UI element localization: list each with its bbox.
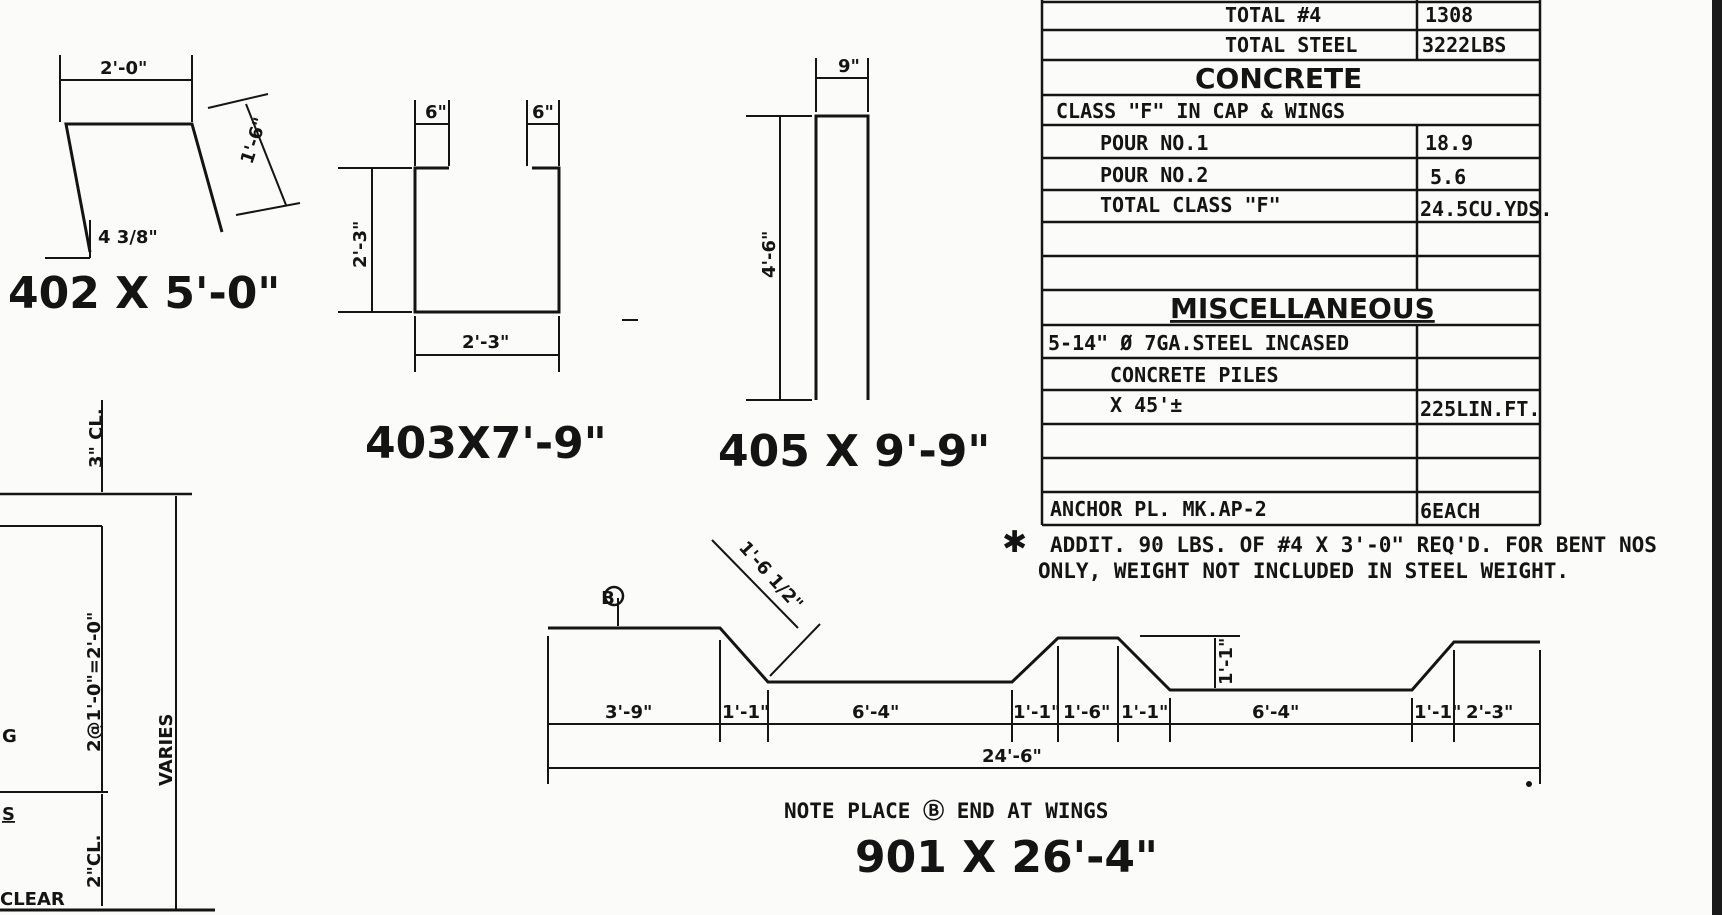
bar-901-label: 901 X 26'-4" — [855, 832, 1158, 883]
left-section-shape — [0, 400, 215, 912]
left-section-bottom-text: CLEAR — [0, 889, 65, 910]
materials-table — [1040, 0, 1542, 527]
bar-402-dim-top: 2'-0" — [100, 58, 147, 79]
bar-402-shape — [45, 55, 301, 259]
bar-405-shape — [746, 58, 870, 401]
table-anchor-value: 6EACH — [1420, 499, 1480, 523]
table-concrete-header: CONCRETE — [1195, 62, 1362, 95]
bar-405-label: 405 X 9'-9" — [718, 426, 990, 477]
left-section-spacing: 2@1'-0"=2'-0" — [84, 612, 105, 752]
table-anchor-label: ANCHOR PL. MK.AP-2 — [1050, 497, 1267, 521]
table-pour1-value: 18.9 — [1425, 131, 1473, 155]
bar-901-dim-1: 1'-1" — [722, 702, 769, 723]
bar-901-marker: B — [601, 588, 615, 609]
bar-402-dim-side: 1'-6" — [237, 115, 272, 167]
table-piles-line1: 5-14" Ø 7GA.STEEL INCASED — [1048, 331, 1349, 355]
left-section-letter-s: S — [2, 804, 15, 825]
footnote-line1: ADDIT. 90 LBS. OF #4 X 3'-0" REQ'D. FOR … — [1050, 533, 1657, 557]
bar-901-dim-2: 6'-4" — [852, 702, 899, 723]
table-total-4-value: 1308 — [1425, 3, 1473, 27]
table-piles-line3: X 45'± — [1110, 393, 1182, 417]
left-section-top-dim: 3" CL. — [86, 408, 107, 468]
bar-901-dim-6: 6'-4" — [1252, 702, 1299, 723]
left-section-varies: VARIES — [156, 714, 177, 786]
left-section-letter-g: G — [2, 726, 17, 747]
sheet-right-edge — [1712, 0, 1722, 915]
bar-403-shape — [338, 100, 638, 372]
bar-405-dim-height: 4'-6" — [759, 231, 780, 278]
bar-901-dim-8: 2'-3" — [1466, 702, 1513, 723]
table-total-steel-value: 3222LBS — [1422, 33, 1506, 57]
bar-402-label: 402 X 5'-0" — [8, 268, 280, 319]
bar-901-dim-5: 1'-1" — [1121, 702, 1168, 723]
bar-405-dim-top: 9" — [838, 56, 860, 77]
bar-403-dim-bottom: 2'-3" — [462, 332, 509, 353]
bar-901-dim-7: 1'-1" — [1414, 702, 1461, 723]
bar-901-note: NOTE PLACE Ⓑ END AT WINGS — [784, 799, 1108, 823]
table-total-4-label: TOTAL #4 — [1225, 3, 1321, 27]
bar-901-end-dot — [1526, 781, 1532, 787]
bar-901-dim-overall: 24'-6" — [982, 746, 1042, 767]
bar-901-dim-4: 1'-6" — [1063, 702, 1110, 723]
left-section-clear-dim: 2"CL. — [84, 835, 105, 888]
bar-901-dim-rise: 1'-1" — [1216, 638, 1237, 685]
bar-403-label: 403X7'-9" — [365, 418, 607, 469]
table-pour1-label: POUR NO.1 — [1100, 131, 1208, 155]
bar-403-dim-height: 2'-3" — [350, 221, 371, 268]
bar-901-dim-0: 3'-9" — [605, 702, 652, 723]
bar-901-shape — [547, 539, 1541, 784]
bar-403-dim-left: 6" — [425, 102, 447, 123]
bar-402-dim-offset: 4 3/8" — [98, 227, 158, 248]
table-piles-value: 225LIN.FT. — [1420, 397, 1540, 421]
footnote-star-icon: ✱ — [1002, 525, 1027, 560]
table-pour2-label: POUR NO.2 — [1100, 163, 1208, 187]
bar-901-dim-3: 1'-1" — [1013, 702, 1060, 723]
table-piles-line2: CONCRETE PILES — [1110, 363, 1279, 387]
table-total-class-f-label: TOTAL CLASS "F" — [1100, 193, 1281, 217]
bar-901-dim-slope: 1'-6 1/2" — [734, 537, 807, 614]
table-misc-header: MISCELLANEOUS — [1170, 292, 1435, 325]
table-class-f-label: CLASS "F" IN CAP & WINGS — [1056, 99, 1345, 123]
bar-403-dim-right: 6" — [532, 102, 554, 123]
table-total-steel-label: TOTAL STEEL — [1225, 33, 1357, 57]
footnote-line2: ONLY, WEIGHT NOT INCLUDED IN STEEL WEIGH… — [1038, 559, 1569, 583]
table-total-class-f-value: 24.5CU.YDS. — [1420, 197, 1552, 221]
table-pour2-value: 5.6 — [1430, 165, 1466, 189]
